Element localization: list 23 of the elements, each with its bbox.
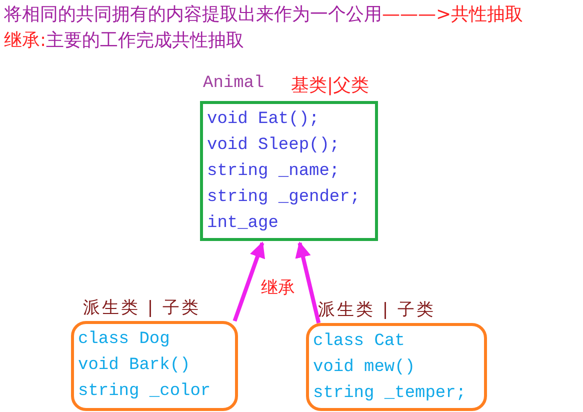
code-line: void Bark() [78,355,190,377]
code-line: string _color [78,381,211,403]
class-label: 派生类 | 子类 [318,299,436,321]
arrow [295,241,321,324]
code-line: void Eat(); [207,109,320,131]
code-line: int_age [207,213,278,235]
code-line: void Sleep(); [207,135,340,157]
arrow [232,242,266,322]
edge-label: 继承 [261,277,295,299]
heading-text: 共性抽取 [451,4,524,25]
heading-text: 主要的工作完成共性抽取 [46,30,244,51]
code-line: void mew() [313,357,416,379]
class-label: 基类|父类 [291,74,370,97]
class-name: Animal [203,74,264,93]
term-text: 继承: [4,30,46,51]
class-label: 派生类 | 子类 [83,297,201,319]
code-line: string _temper; [313,383,466,405]
code-line: class Dog [78,329,170,351]
heading-text: 将相同的共同拥有的内容提取出来作为一个公用 [4,4,382,25]
code-line: string _name; [207,161,340,183]
code-line: class Cat [313,331,405,353]
code-line: string _gender; [207,187,360,209]
arrow-text: ———> [382,4,452,25]
